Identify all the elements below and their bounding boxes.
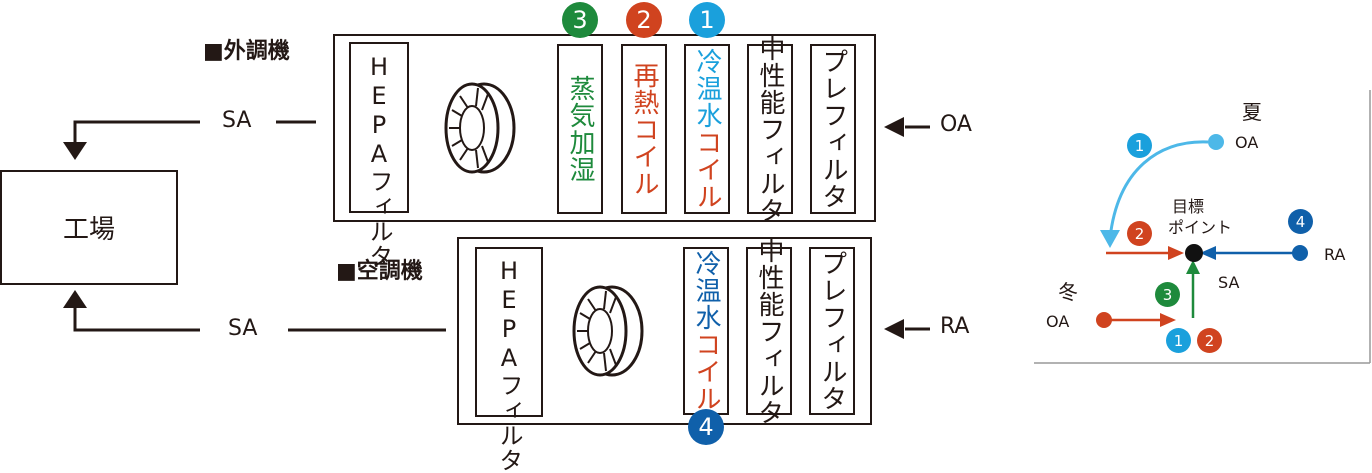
outdoor-chilled-label: 冷温水コイル (692, 48, 722, 210)
ac-pre-filter: プレフィルタ (809, 247, 855, 415)
sa-label-bottom: SA (228, 316, 258, 341)
outdoor-unit-title: ■外調機 (203, 39, 290, 64)
psychro-panel (1034, 90, 1371, 364)
ac-chilled-coil: 冷温水コイル (683, 247, 729, 415)
oa-winter-label: OA (1046, 312, 1070, 331)
target-label-2: ポイント (1168, 218, 1233, 237)
outdoor-pre-filter: プレフィルタ (810, 44, 856, 214)
outdoor-steam-label: 蒸気加湿 (565, 75, 595, 183)
psychro-badge-1-winter: 1 (1166, 328, 1191, 353)
outdoor-chilled-suffix: コイル (692, 129, 722, 210)
outdoor-fan-icon (444, 82, 516, 174)
badge-2: 2 (626, 2, 662, 38)
ac-unit-title: ■空調機 (336, 259, 423, 284)
ac-hepa-filter: HEPAフィルタ (475, 247, 543, 473)
outdoor-reheat-label: 再熱コイル (629, 61, 659, 197)
outdoor-medium-filter: 中性能フィルタ (747, 35, 793, 224)
psychro-badge-1-summer: 1 (1127, 133, 1152, 158)
ac-pre-label: プレフィルタ (817, 250, 847, 412)
oa-summer-label: OA (1235, 133, 1259, 152)
badge-1: 1 (689, 2, 725, 38)
ac-medium-label: 中性能フィルタ (754, 236, 784, 426)
factory-box: 工場 (0, 170, 178, 285)
psychro-badge-4: 4 (1288, 209, 1313, 234)
sa-psychro-label: SA (1218, 273, 1240, 292)
ac-medium-filter: 中性能フィルタ (746, 237, 792, 426)
psychro-badge-3: 3 (1155, 282, 1180, 307)
ac-chilled-suffix: コイル (691, 331, 721, 412)
outdoor-unit-housing (333, 34, 876, 222)
outdoor-reheat-coil: 再熱コイル (621, 44, 667, 214)
ac-chilled-prefix: 冷温水 (691, 250, 721, 331)
psychro-badge-2-winter: 2 (1197, 328, 1222, 353)
target-label-1: 目標 (1172, 197, 1205, 216)
outdoor-chilled-prefix: 冷温水 (692, 48, 722, 129)
outdoor-hepa-label: HEPAフィルタ (365, 52, 393, 269)
sa-label-top: SA (222, 108, 252, 133)
summer-label: 夏 (1242, 100, 1262, 124)
badge-4: 4 (688, 409, 724, 445)
oa-label: OA (940, 112, 972, 137)
outdoor-hepa-filter: HEPAフィルタ (349, 42, 409, 269)
flow-lines (63, 117, 930, 339)
ac-fan-icon (572, 285, 644, 377)
outdoor-medium-label: 中性能フィルタ (755, 34, 785, 224)
winter-label: 冬 (1058, 280, 1078, 304)
ac-chilled-label: 冷温水コイル (691, 250, 721, 412)
psychro-badge-2-summer: 2 (1127, 221, 1152, 246)
outdoor-steam-humidifier: 蒸気加湿 (557, 44, 603, 214)
badge-3: 3 (562, 2, 598, 38)
ra-label: RA (940, 314, 970, 339)
outdoor-chilled-coil: 冷温水コイル (684, 44, 730, 214)
outdoor-pre-label: プレフィルタ (818, 48, 848, 210)
ra-psychro-label: RA (1324, 245, 1346, 264)
ac-hepa-label: HEPAフィルタ (495, 257, 523, 473)
factory-label: 工場 (62, 215, 115, 245)
